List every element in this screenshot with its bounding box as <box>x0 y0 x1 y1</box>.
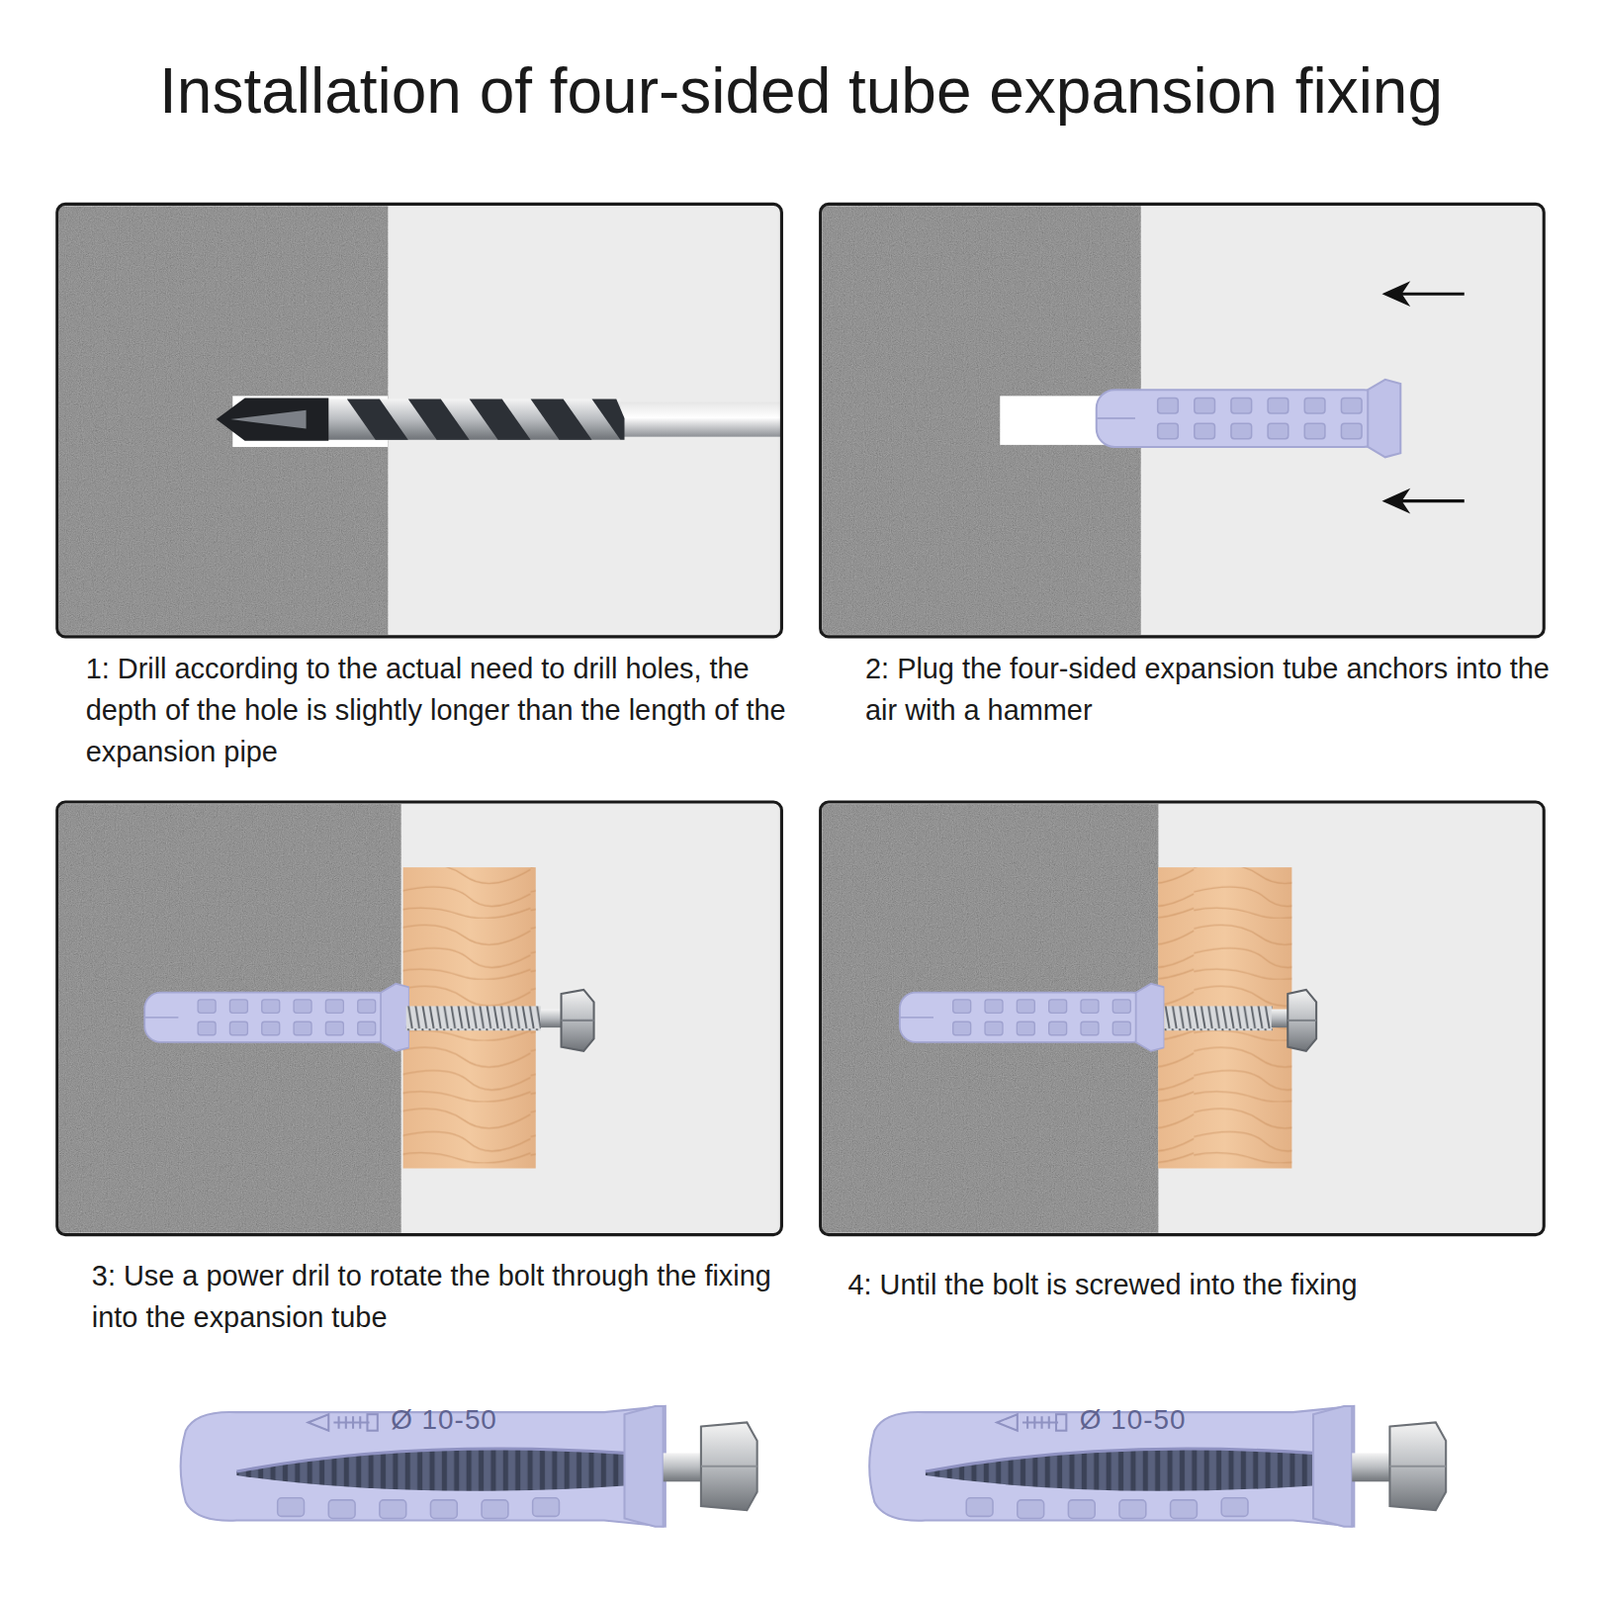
step-caption: 3: Use a power dril to rotate the bolt t… <box>91 1255 797 1339</box>
step-panel <box>57 203 783 637</box>
step-panel <box>57 801 783 1236</box>
anchor-label: Ø 10-50 <box>1079 1405 1187 1436</box>
step-panel <box>820 801 1545 1236</box>
push-arrow <box>1385 284 1464 511</box>
expansion-anchor <box>899 983 1165 1052</box>
expansion-anchor <box>1096 379 1402 457</box>
step-caption: 2: Plug the four-sided expansion tube an… <box>865 648 1560 732</box>
step-caption: 1: Drill according to the actual need to… <box>86 648 800 774</box>
expansion-anchor <box>144 983 410 1052</box>
drill-bit <box>216 397 783 441</box>
step-caption: 4: Until the bolt is screwed into the fi… <box>847 1264 1562 1307</box>
step-panel <box>820 203 1545 637</box>
anchor-label: Ø 10-50 <box>390 1405 498 1436</box>
title: Installation of four-sided tube expansio… <box>25 53 1577 130</box>
